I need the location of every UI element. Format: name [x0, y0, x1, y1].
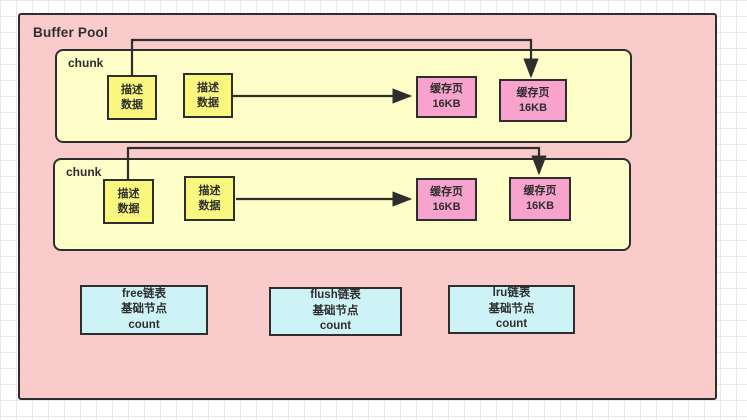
chunk1-desc-box-2: 描述 数据	[183, 73, 233, 118]
chunk2-desc-box-1: 描述 数据	[103, 179, 154, 224]
chunk-1-container: chunk 描述 数据 描述 数据 缓存页 16KB 缓存页 16KB	[55, 49, 632, 143]
chunk-1-label: chunk	[68, 56, 104, 70]
buffer-pool-container: Buffer Pool chunk 描述 数据 描述 数据 缓存页 16KB 缓…	[18, 13, 717, 400]
chunk-2-label: chunk	[66, 165, 102, 179]
chunk1-cache-page-1: 缓存页 16KB	[416, 76, 477, 118]
free-list-base-node-box: free链表 基础节点 count	[80, 285, 208, 335]
chunk2-cache-page-1: 缓存页 16KB	[416, 178, 477, 221]
flush-list-base-node-box: flush链表 基础节点 count	[269, 287, 402, 336]
chunk1-cache-page-2: 缓存页 16KB	[499, 79, 567, 122]
chunk-2-container: chunk 描述 数据 描述 数据 缓存页 16KB 缓存页 16KB	[53, 158, 631, 251]
chunk2-cache-page-2: 缓存页 16KB	[509, 177, 571, 221]
lru-list-base-node-box: lru链表 基础节点 count	[448, 285, 575, 334]
chunk2-desc-box-2: 描述 数据	[184, 176, 235, 221]
chunk1-desc-box-1: 描述 数据	[107, 75, 157, 120]
buffer-pool-label: Buffer Pool	[33, 25, 108, 40]
